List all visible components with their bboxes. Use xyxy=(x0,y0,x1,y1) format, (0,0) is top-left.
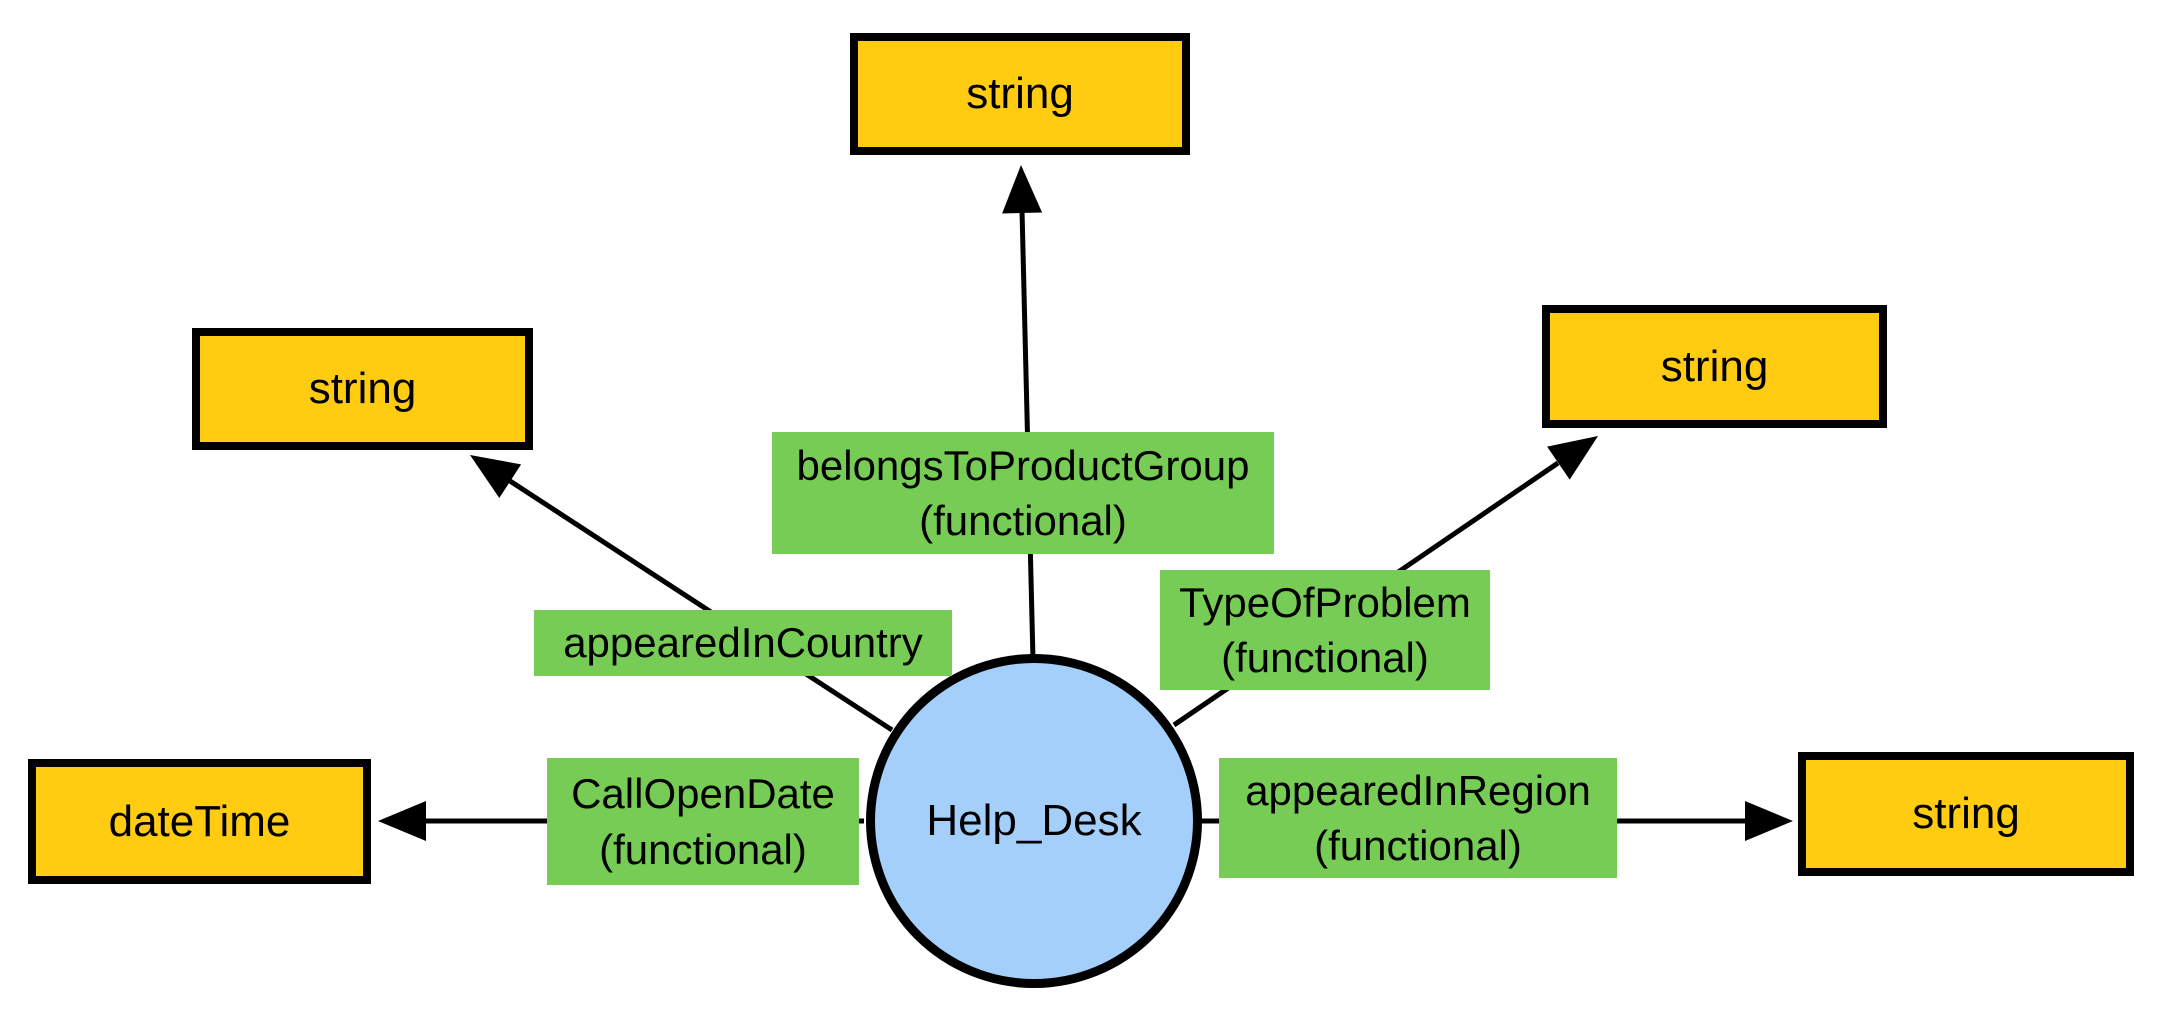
edge-label-appeared-in-region: appearedInRegion (functional) xyxy=(1219,758,1617,878)
datatype-node-string-right: string xyxy=(1798,752,2134,876)
datatype-node-string-top: string xyxy=(850,33,1190,155)
datatype-node-datetime: dateTime xyxy=(28,759,371,884)
edge-label-appeared-in-country: appearedInCountry xyxy=(534,610,952,676)
edge-label-type-of-problem: TypeOfProblem (functional) xyxy=(1160,570,1490,690)
class-node-label: Help_Desk xyxy=(926,796,1142,845)
datatype-node-label: string xyxy=(1912,789,2020,838)
datatype-node-label: dateTime xyxy=(108,796,291,846)
arrowhead-right-icon xyxy=(1745,801,1793,841)
datatype-node-label: string xyxy=(308,364,417,413)
edge-appeared-in-country xyxy=(470,455,894,733)
edge-label-belongs-to-product-group: belongsToProductGroup (functional) xyxy=(772,432,1274,554)
edge-line xyxy=(508,478,894,733)
edge-belongs-to-product-group xyxy=(1002,165,1043,661)
datatype-node-string-upper-right: string xyxy=(1542,305,1887,428)
class-node-help-desk: Help_Desk xyxy=(866,654,1202,988)
arrowhead-left-icon xyxy=(378,801,426,841)
arrowhead-up-icon xyxy=(1002,165,1043,214)
edge-label-call-open-date: CallOpenDate (functional) xyxy=(547,758,859,885)
arrowhead-up-left-icon xyxy=(470,455,522,498)
datatype-node-label: string xyxy=(1660,341,1769,391)
datatype-node-string-upper-left: string xyxy=(192,328,533,450)
datatype-node-label: string xyxy=(966,69,1074,118)
arrowhead-up-right-icon xyxy=(1547,436,1598,480)
